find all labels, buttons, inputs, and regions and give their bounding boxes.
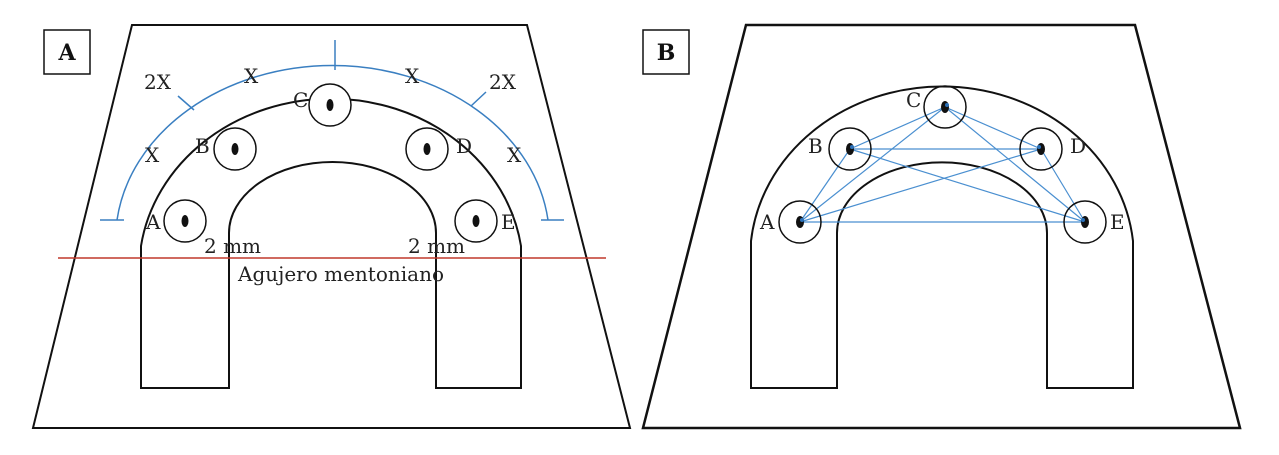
implant-dot [326, 99, 334, 111]
implant-b [213, 127, 257, 171]
implant-dot [1037, 143, 1045, 155]
implant-letter-b: B [808, 134, 823, 158]
arch-outline-b [750, 85, 1134, 389]
margin-label-left: 2 mm [204, 234, 261, 258]
panel-label-a: A [57, 40, 76, 66]
spacing-label-left-outer: 2X [144, 70, 172, 94]
implant-letter-e: E [501, 210, 516, 234]
implant-a [163, 199, 207, 243]
panel-label-b: B [657, 40, 676, 66]
implant-letter-a: A [759, 210, 775, 234]
implant-connection-lines [799, 106, 1086, 223]
spacing-label-right-outer: 2X [489, 70, 517, 94]
implant-d [405, 127, 449, 171]
implant-c [923, 85, 967, 129]
implant-c [308, 83, 352, 127]
implant-letter-c: C [293, 88, 308, 112]
implant-dot [472, 215, 480, 227]
panel-a: A B C D E 2X X X X 2X X 2 mm 2 mm Agujer… [31, 24, 632, 429]
implant-e [1063, 200, 1107, 244]
implant-letter-b: B [195, 134, 210, 158]
spacing-label-left-top: X [244, 64, 259, 88]
mandible-block-b [641, 23, 1242, 430]
implant-dot [231, 143, 239, 155]
implant-dot [181, 215, 189, 227]
mental-foramen-label: Agujero mentoniano [237, 262, 444, 286]
implant-a [778, 200, 822, 244]
implant-letter-a: A [145, 210, 161, 234]
spacing-arc [116, 64, 549, 221]
arc-tick-left [177, 95, 195, 111]
arch-outline-a [140, 97, 522, 389]
spacing-label-right-top: X [405, 64, 420, 88]
implant-d [1019, 127, 1063, 171]
implant-dot [941, 101, 949, 113]
spacing-label-right-mid: X [507, 143, 522, 167]
margin-label-right: 2 mm [408, 234, 465, 258]
panel-label-box-b [642, 29, 690, 75]
arc-tick-right [470, 91, 487, 107]
implant-dot [1081, 216, 1089, 228]
implant-dot [796, 216, 804, 228]
implant-dot [846, 143, 854, 155]
panel-label-box-a [43, 29, 91, 75]
implant-letter-e: E [1110, 210, 1125, 234]
implant-letter-c: C [906, 88, 921, 112]
implant-dot [423, 143, 431, 155]
implant-e [454, 199, 498, 243]
panel-b: A B C D E B [641, 23, 1242, 430]
implant-b [828, 127, 872, 171]
implant-letter-d: D [456, 134, 472, 158]
implant-letter-d: D [1070, 134, 1086, 158]
spacing-label-left-mid: X [145, 143, 160, 167]
